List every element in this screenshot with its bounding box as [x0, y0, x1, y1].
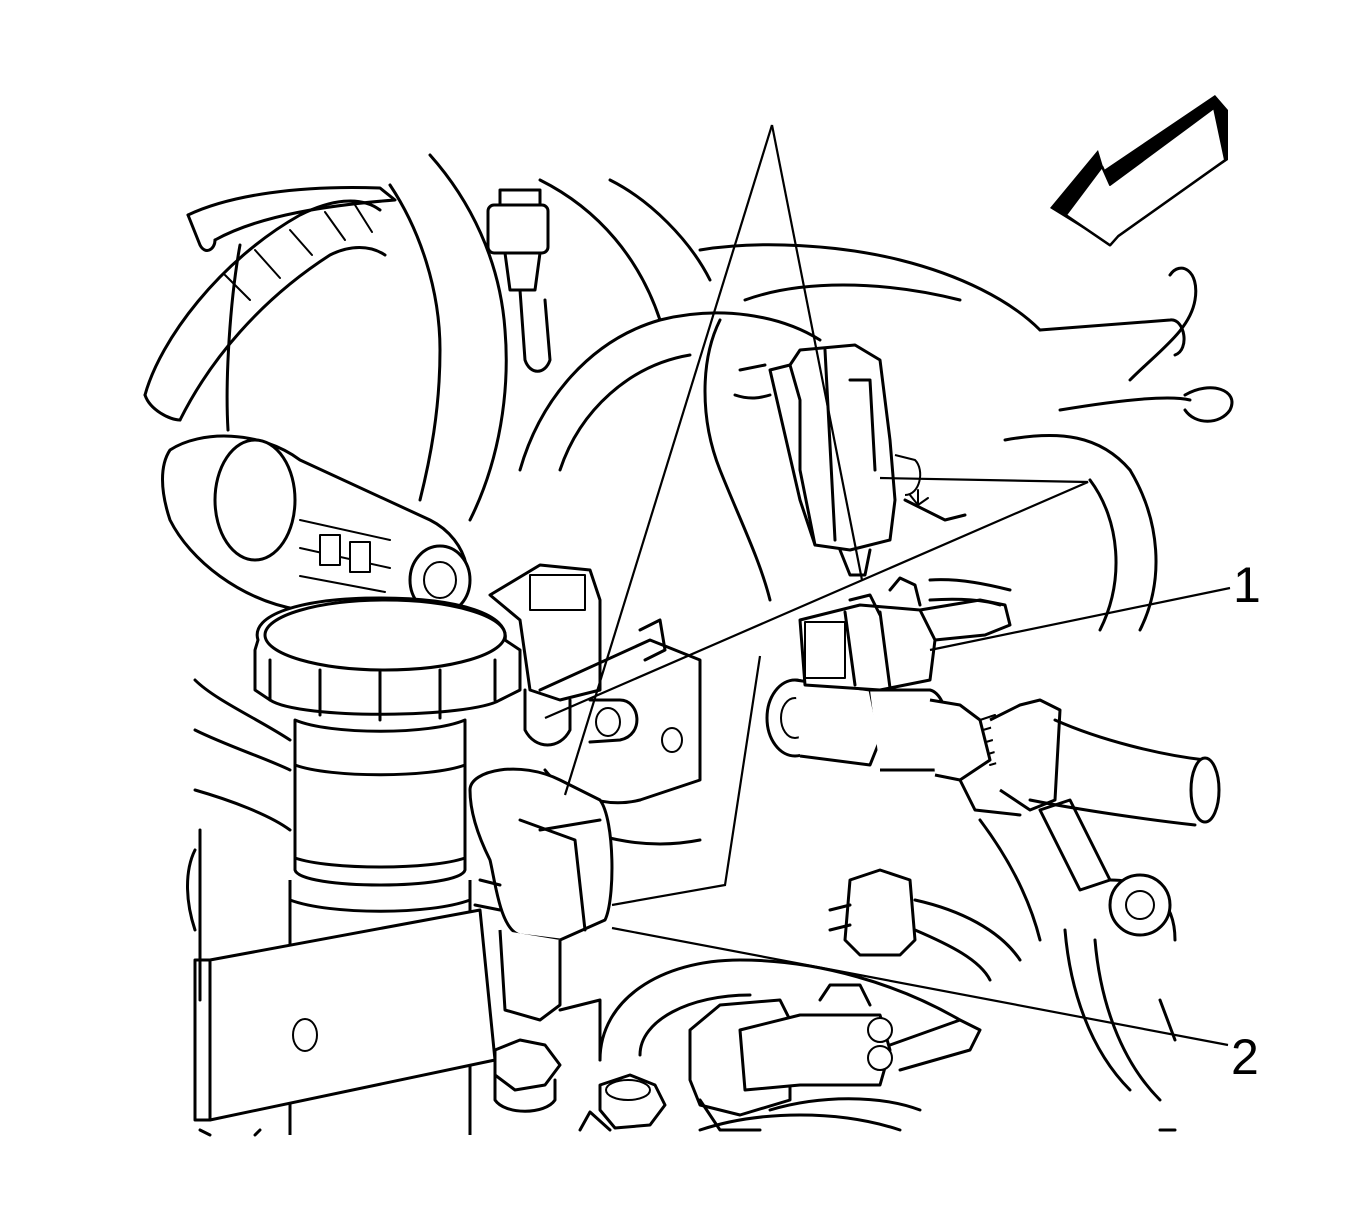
hose-top-center — [388, 153, 712, 522]
connector-top-right — [733, 343, 967, 577]
connector-bottom — [688, 983, 982, 1132]
sensor-2 — [468, 767, 614, 1022]
callout-label-1: 1 — [1233, 557, 1261, 613]
clip-top — [486, 188, 552, 373]
bolt-lower — [493, 1038, 667, 1132]
leader-line-1 — [929, 586, 1231, 652]
right-lower-housing — [978, 798, 1177, 1132]
view-direction-arrow-icon — [1050, 95, 1228, 247]
lower-hose — [558, 958, 962, 1132]
intake-duct-right — [518, 243, 1234, 632]
sensor-fitting-right — [765, 678, 1221, 827]
leader-line-right — [770, 124, 864, 581]
wiring-harness-top-left — [143, 185, 397, 432]
leader-lines — [544, 124, 1231, 1047]
leader-line-2 — [611, 926, 1229, 1047]
lower-left-structure — [193, 678, 292, 1137]
callout-label-2: 2 — [1231, 1029, 1259, 1085]
connector-1 — [798, 576, 1012, 692]
leader-line-left — [563, 124, 774, 796]
connector-upper-left — [488, 563, 639, 747]
leader-line-1-bracket — [611, 655, 762, 907]
leader-line-top-1 — [544, 476, 1089, 720]
clip-lower-center — [828, 868, 1022, 982]
breather-valve — [161, 434, 472, 616]
